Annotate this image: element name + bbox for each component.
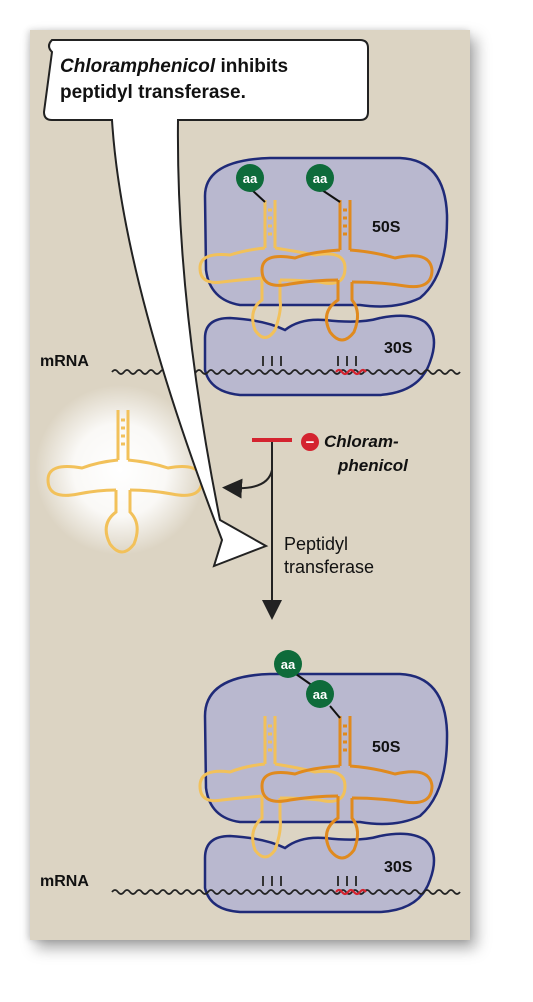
bottom-50s-label: 50S (372, 739, 401, 756)
bottom-trna-right (260, 716, 434, 860)
bottom-50s-subunit (203, 672, 449, 826)
enzyme-label-line1: Peptidyl (284, 534, 348, 554)
top-aa-2 (306, 164, 334, 192)
bottom-aa-2-label: aa (313, 687, 328, 702)
inhibitor-name-line2: phenicol (337, 456, 409, 475)
inhibitor-minus-icon (301, 433, 319, 451)
bottom-mrna-strand (111, 889, 461, 895)
callout-line1-rest: inhibits (215, 56, 288, 77)
top-mrna-label: mRNA (40, 353, 89, 370)
bottom-aa-1-label: aa (281, 657, 296, 672)
top-codon-highlight (335, 368, 367, 376)
bottom-30s-label: 30S (384, 859, 413, 876)
top-30s-label: 30S (384, 340, 413, 357)
bottom-ribosome: aa aa 50S 30S mRNA (40, 650, 461, 914)
inhibitor-symbol: − (306, 434, 315, 451)
reaction-pathway: − Chloram- phenicol Peptidyl transferase (222, 432, 409, 620)
top-50s-subunit (203, 156, 449, 308)
top-50s-label: 50S (372, 219, 401, 236)
top-ribosome: aa aa 50S 30S mRNA (40, 156, 461, 397)
release-arrow (222, 469, 273, 499)
top-trna-right (260, 200, 434, 342)
inhibitor-name-line1: Chloram- (324, 432, 399, 451)
bottom-aa-1 (274, 650, 302, 678)
bottom-codon-highlight (335, 888, 367, 896)
callout-drug-name: Chloramphenicol (60, 56, 216, 77)
top-aa-2-label: aa (313, 171, 328, 186)
callout-line2: peptidyl transferase. (60, 82, 246, 103)
bottom-mrna-label: mRNA (40, 873, 89, 890)
bottom-aa-2 (306, 680, 334, 708)
callout-bubble: Chloramphenicol inhibits peptidyl transf… (42, 39, 369, 568)
top-aa-1 (236, 164, 264, 192)
top-aa-1-label: aa (243, 171, 258, 186)
callout-line1: Chloramphenicol inhibits (60, 56, 288, 77)
enzyme-label-line2: transferase (284, 557, 374, 577)
